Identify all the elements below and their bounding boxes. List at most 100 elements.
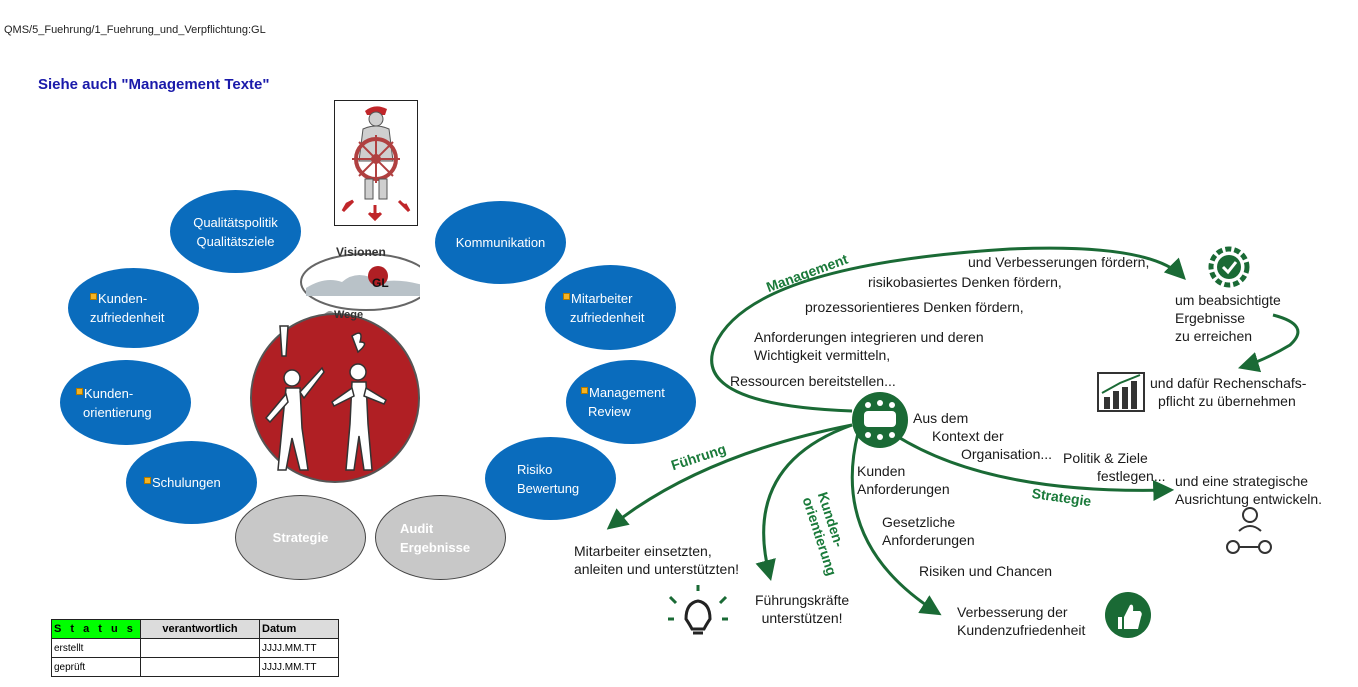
text-t15-l1: Verbesserung der	[957, 604, 1068, 620]
text-beabsichtigte-ergebnisse: um beabsichtigte Ergebnisse zu erreichen	[1175, 291, 1281, 345]
text-t15-l2: Kundenzufriedenheit	[957, 622, 1086, 638]
oval-audit-l1: Audit	[400, 520, 434, 536]
bar-chart-icon	[1097, 372, 1145, 412]
text-wichtigkeit: Wichtigkeit vermitteln,	[754, 347, 891, 363]
text-festlegen: festlegen...	[1097, 468, 1166, 484]
oval-kommunikation[interactable]: Kommunikation	[435, 201, 566, 284]
oval-audit-l2: Ergebnisse	[400, 539, 471, 555]
bullet-icon	[144, 477, 151, 484]
text-t13-l2: Anforderungen	[882, 532, 975, 548]
text-t16-l1: Mitarbeiter einsetzten,	[574, 543, 712, 559]
result-arrow	[1237, 313, 1300, 373]
helmsman-icon	[341, 106, 411, 222]
bullet-icon	[581, 387, 588, 394]
vision-circle-graphic: Visionen GL Wege	[250, 245, 420, 483]
oval-kundenorientierung[interactable]: Kunden-orientierung	[60, 360, 191, 445]
cell-datum[interactable]: JJJJ.MM.TT	[259, 638, 339, 658]
management-arc	[710, 246, 1186, 413]
wege-label: Wege	[334, 309, 363, 321]
oval-schulungen[interactable]: Schulungen	[126, 441, 257, 524]
oval-kundenzufriedenheit[interactable]: Kunden-zufriedenheit	[68, 268, 199, 348]
text-fuehrungskraefte: Führungskräfte unterstützen!	[755, 591, 849, 627]
bullet-icon	[90, 293, 97, 300]
oval-qualitaetspolitik-l2: Qualitätsziele	[196, 233, 275, 249]
text-rechenschaft: und dafür Rechenschafs- pflicht zu übern…	[1150, 374, 1306, 410]
gl-label: GL	[372, 276, 389, 290]
cell-verantwortlich[interactable]	[140, 657, 260, 677]
oval-qualitaetspolitik-l1: Qualitätspolitik	[193, 214, 278, 230]
oval-risiko-l2: Bewertung	[517, 480, 580, 496]
text-t8-l1: und dafür Rechenschafs-	[1150, 375, 1307, 391]
text-t12-l1: Kunden	[857, 463, 906, 479]
oval-management-review-l1: Management	[589, 385, 665, 400]
bullet-icon	[563, 292, 570, 300]
text-risiken-chancen: Risiken und Chancen	[919, 563, 1053, 579]
text-kundenzufriedenheit: Verbesserung der Kundenzufriedenheit	[957, 603, 1085, 639]
cell-verantwortlich[interactable]	[140, 638, 260, 658]
oval-kundenzufriedenheit-l2: zufriedenheit	[90, 310, 165, 325]
header-verantwortlich: verantwortlich	[140, 619, 260, 639]
text-ressourcen: Ressourcen bereitstellen...	[730, 373, 896, 389]
text-t12-l2: Anforderungen	[857, 481, 950, 497]
fuehrungskraefte-arrow	[755, 423, 853, 582]
text-t7-l3: zu erreichen	[1175, 328, 1253, 344]
text-t13-l1: Gesetzliche	[882, 514, 956, 530]
text-t16-l2: anleiten und unterstützten!	[574, 561, 740, 577]
cell-status: geprüft	[51, 657, 141, 677]
text-politik-ziele: Politik & Ziele	[1063, 450, 1148, 466]
oval-strategie-label: Strategie	[272, 530, 329, 545]
visionen-label: Visionen	[336, 245, 386, 259]
strategy-person-icon	[1226, 507, 1272, 554]
text-t8-l2: pflicht zu übernehmen	[1158, 393, 1296, 409]
text-t11-l2: Ausrichtung entwickeln.	[1175, 491, 1323, 507]
oval-risiko-l1: Risiko	[517, 461, 553, 477]
text-kontext-l3: Organisation...	[961, 446, 1053, 462]
strategie-arc	[894, 433, 1175, 501]
helmsman-picture	[334, 100, 418, 226]
lightbulb-icon	[668, 585, 728, 635]
text-t11-l1: und eine strategische	[1175, 473, 1309, 489]
oval-kundenzufriedenheit-l1: Kunden-	[98, 291, 148, 306]
red-circle	[250, 313, 420, 483]
oval-management-review-l2: Review	[588, 404, 631, 419]
oval-kundenorientierung-l2: orientierung	[83, 404, 152, 420]
text-kontext-l2: Kontext der	[932, 428, 1004, 444]
header-datum: Datum	[259, 619, 339, 639]
oval-qualitaetspolitik[interactable]: Qualitätspolitik Qualitätsziele	[170, 190, 301, 273]
cell-datum[interactable]: JJJJ.MM.TT	[259, 657, 339, 677]
check-target-icon	[1208, 246, 1250, 288]
oval-strategie[interactable]: Strategie	[235, 495, 366, 580]
bullet-icon	[76, 387, 83, 395]
text-anforderungen-integrieren: Anforderungen integrieren und deren	[754, 329, 984, 345]
oval-schulungen-label: Schulungen	[152, 475, 221, 490]
text-t17-l2: unterstützen!	[761, 610, 843, 626]
fuehrung-arc	[606, 423, 853, 530]
document-path: QMS/5_Fuehrung/1_Fuehrung_und_Verpflicht…	[4, 24, 266, 36]
oval-kommunikation-label: Kommunikation	[455, 235, 546, 250]
text-strategische-ausrichtung: und eine strategische Ausrichtung entwic…	[1175, 472, 1322, 508]
oval-kundenorientierung-l1: Kunden-	[84, 385, 134, 401]
text-t17-l1: Führungskräfte	[755, 592, 850, 608]
header-status: S t a t u s	[51, 619, 141, 639]
text-t7-l1: um beabsichtigte	[1175, 292, 1281, 308]
text-kontext-l1: Aus dem	[913, 410, 969, 426]
status-table-header: S t a t u s verantwortlich Datum	[51, 619, 339, 639]
vision-sun	[368, 266, 388, 286]
text-t7-l2: Ergebnisse	[1175, 310, 1246, 326]
text-mitarbeiter-einsetzen: Mitarbeiter einsetzten, anleiten und unt…	[574, 542, 739, 578]
figures-icon	[264, 325, 387, 471]
leadership-diagram	[606, 246, 1300, 638]
table-row: geprüft JJJJ.MM.TT	[51, 657, 339, 677]
status-table: S t a t u s verantwortlich Datum erstell…	[51, 619, 339, 677]
text-gesetzliche-anforderungen: Gesetzliche Anforderungen	[882, 513, 975, 549]
text-prozessorientiert: prozessorientieres Denken fördern,	[805, 299, 1024, 315]
see-also-link[interactable]: Siehe auch "Management Texte"	[38, 76, 270, 93]
kundenorientierung-arc	[850, 432, 942, 616]
text-verbesserungen: und Verbesserungen fördern,	[968, 254, 1150, 270]
oval-mitarbeiter-l1: Mitarbeiter	[571, 290, 633, 306]
text-risikobasiert: risikobasiertes Denken fördern,	[868, 274, 1062, 290]
